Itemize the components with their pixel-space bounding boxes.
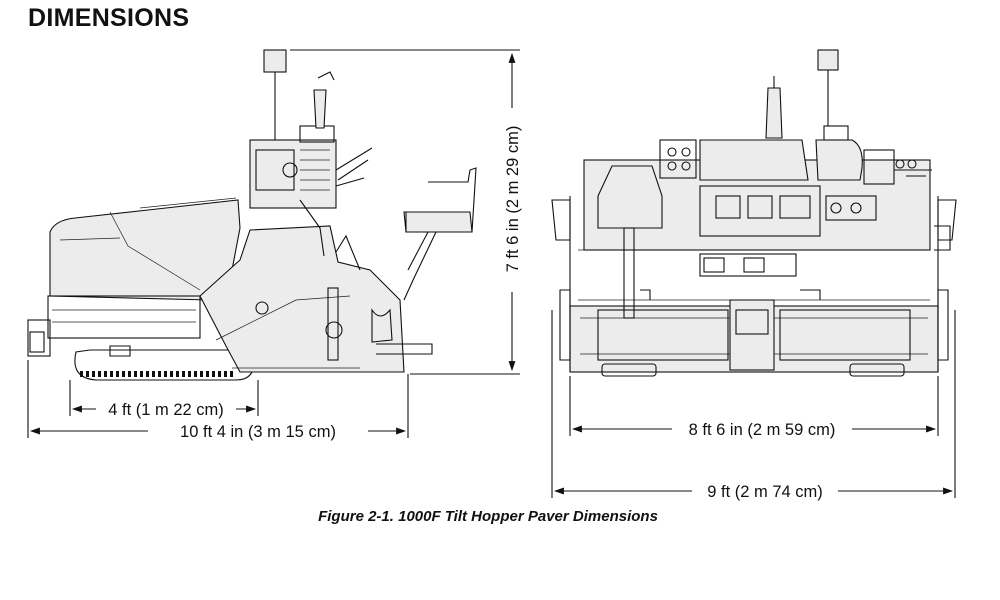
overall-width-label: 9 ft (2 m 74 cm): [707, 483, 823, 501]
side-view-paver: [27, 49, 477, 381]
overall-length-label: 10 ft 4 in (3 m 15 cm): [180, 423, 336, 441]
height-dimension-label: 7 ft 6 in (2 m 29 cm): [504, 126, 522, 273]
rear-view-paver: [551, 49, 957, 377]
track-length-label: 4 ft (1 m 22 cm): [108, 401, 224, 419]
section-heading: DIMENSIONS: [28, 4, 190, 32]
screed-width-label: 8 ft 6 in (2 m 59 cm): [689, 421, 836, 439]
figure-caption: Figure 2-1. 1000F Tilt Hopper Paver Dime…: [318, 508, 658, 525]
